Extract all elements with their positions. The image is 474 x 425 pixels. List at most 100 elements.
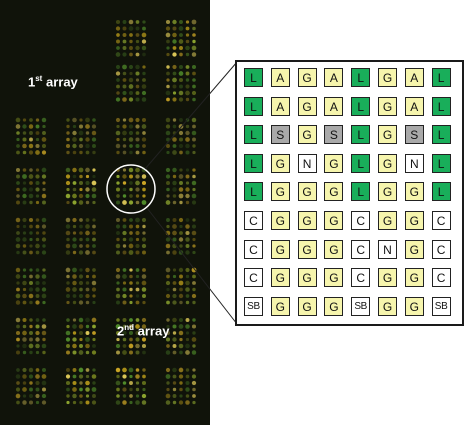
array-spot	[79, 118, 83, 122]
array-spot	[115, 97, 121, 102]
array-spot	[35, 380, 40, 386]
grid-cell: G	[378, 268, 397, 288]
array-spot	[28, 367, 34, 373]
array-spot	[92, 344, 96, 348]
array-spot	[22, 137, 27, 142]
array-spot	[92, 174, 96, 179]
array-spot	[185, 318, 190, 322]
array-spot	[191, 324, 197, 329]
array-spot	[185, 150, 190, 155]
array-spot	[166, 84, 170, 89]
array-spot	[92, 250, 96, 255]
grid-cell: A	[404, 68, 424, 87]
array-spot	[135, 281, 140, 285]
array-spot	[122, 144, 127, 148]
array-spot	[15, 387, 21, 392]
array-spot	[129, 400, 133, 405]
array-spot	[78, 200, 84, 205]
array-spot	[129, 194, 133, 198]
array-spot	[122, 350, 127, 355]
array-spot	[92, 368, 96, 372]
array-spot	[66, 350, 70, 355]
array-spot	[78, 350, 84, 355]
array-spot	[35, 324, 40, 329]
array-spot	[16, 400, 20, 405]
grid-cell: N	[297, 153, 317, 173]
array-spot	[16, 287, 20, 292]
array-spot	[129, 46, 133, 50]
grid-cell: L	[351, 68, 371, 87]
array-spot	[166, 71, 170, 76]
array-spot	[191, 380, 197, 386]
array-spot	[66, 124, 70, 129]
array-spot	[92, 394, 96, 398]
array-spot	[35, 337, 40, 342]
array-spot	[78, 330, 84, 336]
array-spot	[35, 287, 40, 292]
grid-cell: G	[297, 182, 317, 202]
array-spot	[142, 350, 146, 355]
array-spot	[179, 181, 183, 185]
array-spot	[128, 19, 134, 25]
array-spot	[85, 131, 90, 135]
array-spot	[115, 224, 121, 229]
array-spot	[16, 194, 20, 198]
array-spot	[35, 294, 40, 298]
array-spot	[116, 237, 120, 242]
array-spot	[178, 130, 184, 136]
array-spot	[72, 343, 77, 349]
array-spot	[28, 393, 34, 399]
array-spot	[179, 244, 183, 248]
grid-cell: N	[378, 239, 397, 259]
array-spot	[185, 230, 190, 236]
array-spot	[28, 143, 34, 149]
array-spot	[185, 380, 190, 386]
array-spot	[85, 244, 90, 248]
array-spot	[178, 97, 184, 102]
array-spot	[165, 174, 171, 179]
grid-cell: G	[324, 296, 344, 316]
array-spot	[165, 200, 171, 205]
array-spot	[172, 64, 177, 70]
array-spot	[66, 274, 70, 279]
array-spot	[141, 174, 147, 179]
array-spot	[135, 237, 140, 242]
array-spot	[191, 90, 197, 96]
array-spot	[16, 187, 20, 192]
array-spot	[16, 381, 20, 385]
array-spot	[185, 39, 190, 44]
array-spot	[185, 168, 190, 172]
array-spot	[15, 293, 21, 299]
array-spot	[185, 193, 190, 199]
array-spot	[78, 374, 84, 379]
array-spot	[41, 400, 47, 405]
array-spot	[185, 244, 190, 248]
grid-cell: S	[270, 125, 290, 145]
array-spot	[135, 194, 140, 198]
grid-cell: G	[270, 182, 290, 202]
array-spot	[115, 293, 121, 299]
array-spot	[141, 32, 147, 38]
array-spot	[122, 118, 127, 122]
array-spot	[22, 231, 27, 235]
array-spot	[128, 237, 134, 242]
array-spot	[22, 131, 27, 135]
array-spot	[185, 124, 190, 129]
array-spot	[185, 71, 190, 76]
array-spot	[166, 274, 170, 279]
array-spot	[78, 124, 84, 129]
array-spot	[141, 90, 147, 96]
first-array-label: 1st array	[28, 74, 78, 90]
array-spot	[22, 324, 27, 329]
array-spot	[172, 268, 177, 272]
array-spot	[72, 137, 77, 142]
array-spot	[66, 324, 70, 329]
array-spot	[135, 400, 140, 405]
array-spot	[165, 337, 171, 342]
array-spot	[165, 237, 171, 242]
array-spot	[141, 200, 147, 205]
array-spot	[185, 237, 190, 242]
array-spot	[129, 318, 133, 322]
array-spot	[185, 52, 190, 57]
